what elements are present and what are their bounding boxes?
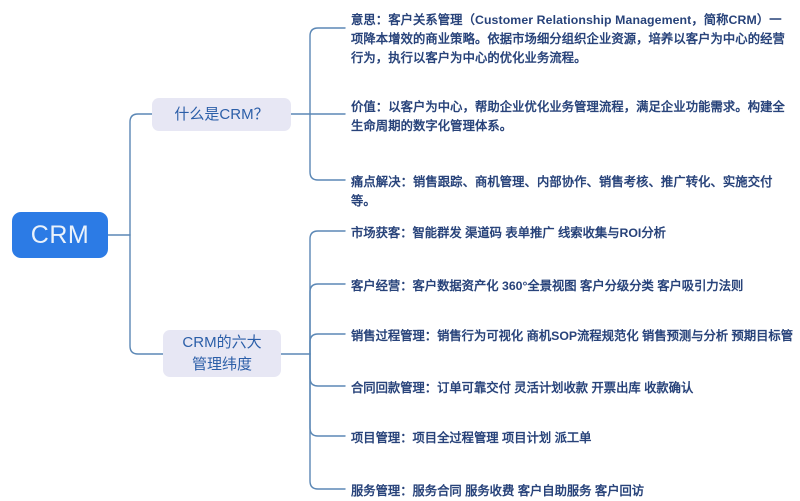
leaf-arm-contract — [309, 353, 346, 387]
leaf-arm-customer — [309, 283, 346, 355]
trunk-to-branch-six — [129, 234, 164, 355]
branch-node-six-dimensions[interactable]: CRM的六大 管理纬度 — [163, 330, 281, 377]
leaf-arm-market — [309, 230, 346, 355]
leaf-arm-project — [309, 353, 346, 437]
leaf-market-acquisition[interactable]: 市场获客：智能群发 渠道码 表单推广 线索收集与ROI分析 — [351, 226, 666, 240]
trunk-to-branch-what — [129, 113, 153, 236]
root-node-label: CRM — [30, 220, 90, 249]
leaf-contract-payment[interactable]: 合同回款管理：订单可靠交付 灵活计划收款 开票出库 收款确认 — [351, 381, 694, 395]
branch-node-label: 什么是CRM？ — [174, 105, 269, 123]
branch-node-label: CRM的六大 管理纬度 — [182, 334, 262, 373]
branch-node-what-is-crm[interactable]: 什么是CRM？ — [152, 98, 291, 131]
leaf-arm-pain — [309, 113, 346, 181]
leaf-project-management[interactable]: 项目管理：项目全过程管理 项目计划 派工单 — [351, 431, 592, 445]
leaf-pain-points[interactable]: 痛点解决：销售跟踪、商机管理、内部协作、销售考核、推广转化、实施交付等。 — [351, 175, 773, 209]
leaf-customer-operation[interactable]: 客户经营：客户数据资产化 360°全景视图 客户分级分类 客户吸引力法则 — [351, 279, 744, 293]
root-node-crm[interactable]: CRM — [12, 212, 108, 258]
leaf-arm-meaning — [309, 27, 346, 115]
leaf-value[interactable]: 价值：以客户为中心，帮助企业优化业务管理流程，满足企业功能需求。构建全 生命周期… — [351, 100, 785, 134]
leaf-sales-process[interactable]: 销售过程管理：销售行为可视化 商机SOP流程规范化 销售预测与分析 预期目标管 — [351, 329, 794, 343]
leaf-arm-sales — [309, 333, 346, 355]
leaf-arm-service — [309, 353, 346, 490]
leaf-meaning[interactable]: 意思：客户关系管理（Customer Relationship Manageme… — [351, 13, 785, 66]
leaf-service-management[interactable]: 服务管理：服务合同 服务收费 客户自助服务 客户回访 — [351, 484, 645, 498]
